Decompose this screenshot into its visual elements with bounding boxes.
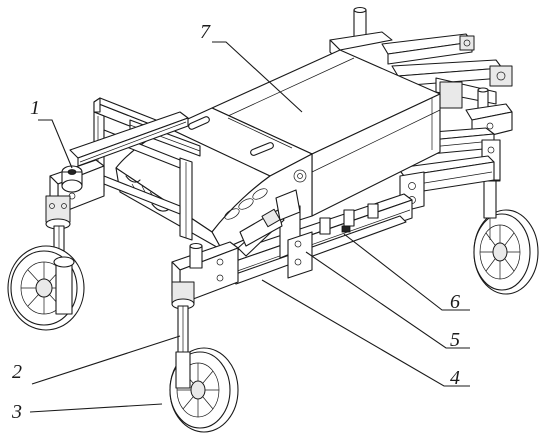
numeral-4: 4 [450,367,460,389]
leader-6 [343,233,470,311]
numeral-6: 6 [450,291,460,313]
leader-4 [261,279,470,387]
wheel-rear-right [473,209,539,295]
wheel-front-right [169,347,239,433]
wheel-front-left [7,245,85,331]
numeral-7: 7 [200,21,211,43]
rear-arm-mechanism [329,6,513,141]
leader-7 [212,41,303,113]
mid-bracket [237,189,379,279]
leader-1 [38,119,73,169]
leader-2 [31,335,181,385]
numerals: 1 2 3 4 5 6 7 [11,21,460,423]
leader-5 [305,251,470,349]
numeral-2: 2 [12,361,22,383]
numeral-3: 3 [11,401,22,423]
numeral-5: 5 [450,329,460,351]
front-left-joint [45,159,105,230]
leader-lines [29,41,470,413]
leg-front-right [177,305,189,355]
front-right-joint [171,241,239,310]
leader-3 [29,403,163,413]
numeral-1: 1 [30,97,40,119]
